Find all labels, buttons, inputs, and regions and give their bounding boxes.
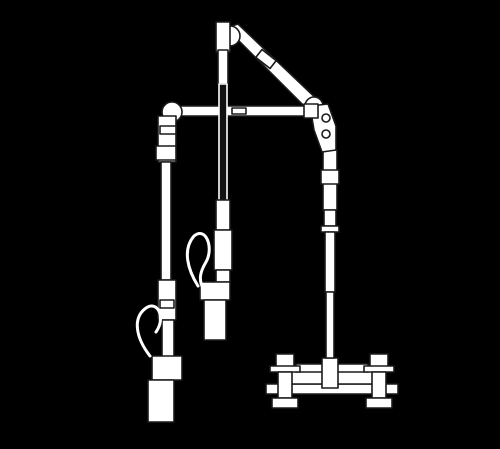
deck-mount-base (265, 353, 399, 409)
left-stem (135, 101, 183, 423)
horizontal-crossbar (167, 103, 319, 119)
main-riser (320, 149, 340, 359)
spring-arm (219, 23, 337, 153)
center-stem (185, 21, 233, 341)
